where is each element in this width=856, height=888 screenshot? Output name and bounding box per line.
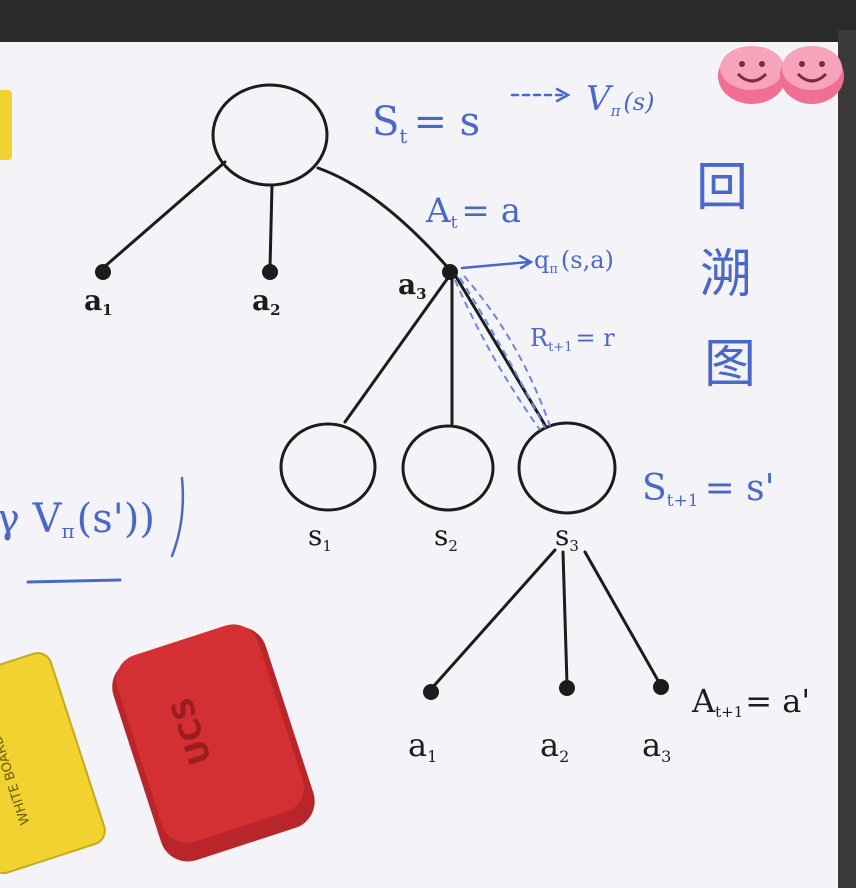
board-frame-right [838,30,856,888]
action-dot-bottom-a2 [559,680,575,696]
next-state-label: St+1= s' [642,468,775,511]
smiley-magnet-left [718,46,786,104]
edge-root-a2 [268,183,274,270]
next-action-label: At+1= a' [691,682,810,721]
paren-stroke-left [170,476,185,558]
edge-s3-a2 [561,550,569,686]
root-state-node [211,83,329,187]
yellow-eraser-box: WHITE BOARD [0,652,106,875]
smiley-magnet-right [780,46,844,104]
action-dot-bottom-a3 [653,679,669,695]
state-label-s3: s3 [555,519,579,555]
edge-s3-a1 [430,548,557,690]
root-state-label: St= s [372,99,480,148]
bottom-action-label-a2: a2 [540,726,569,766]
q-function-label: qπ(s,a) [534,246,614,277]
edge-a3-s3 [453,273,547,427]
edge-root-a1 [101,160,227,270]
state-label-s2: s2 [434,519,458,555]
state-label-s1: s1 [308,519,332,555]
bottom-action-label-a3: a3 [642,726,671,766]
yellow-clip-top [0,90,12,160]
action-dot-a2 [262,264,278,280]
state-node-s1 [279,422,377,512]
action-dot-a1 [95,264,111,280]
top-action-label-a2: a2 [252,284,281,319]
chinese-char-3: 图 [704,335,756,395]
red-eraser: UCS [112,624,315,862]
reward-label: Rt+1= r [530,324,615,355]
edge-a3-s1 [343,273,452,424]
value-function-label: Vπ(s) [586,79,654,120]
action-label-at: At= a [425,191,521,233]
dashed-backup-line-3 [463,275,551,427]
state-node-s2 [401,424,495,512]
dashed-backup-line-1 [454,279,541,431]
arrow-to-q [460,260,530,270]
arrow-head-v [555,87,571,103]
top-action-label-a1: a1 [84,284,113,319]
underline-left [26,578,122,584]
chinese-char-2: 溯 [700,245,752,305]
arrow-head-q [518,254,534,270]
action-dot-a3 [442,264,458,280]
top-action-label-a3: a3 [398,268,427,303]
chinese-char-1: 回 [696,158,748,218]
dashed-backup-line-2 [459,277,546,429]
edge-root-a3 [316,166,452,272]
edge-s3-a3 [583,550,662,686]
state-node-s3 [517,421,617,515]
bottom-action-label-a1: a1 [408,726,437,766]
left-formula-fragment: γ Vπ(s')) [0,496,155,543]
action-dot-bottom-a1 [423,684,439,700]
